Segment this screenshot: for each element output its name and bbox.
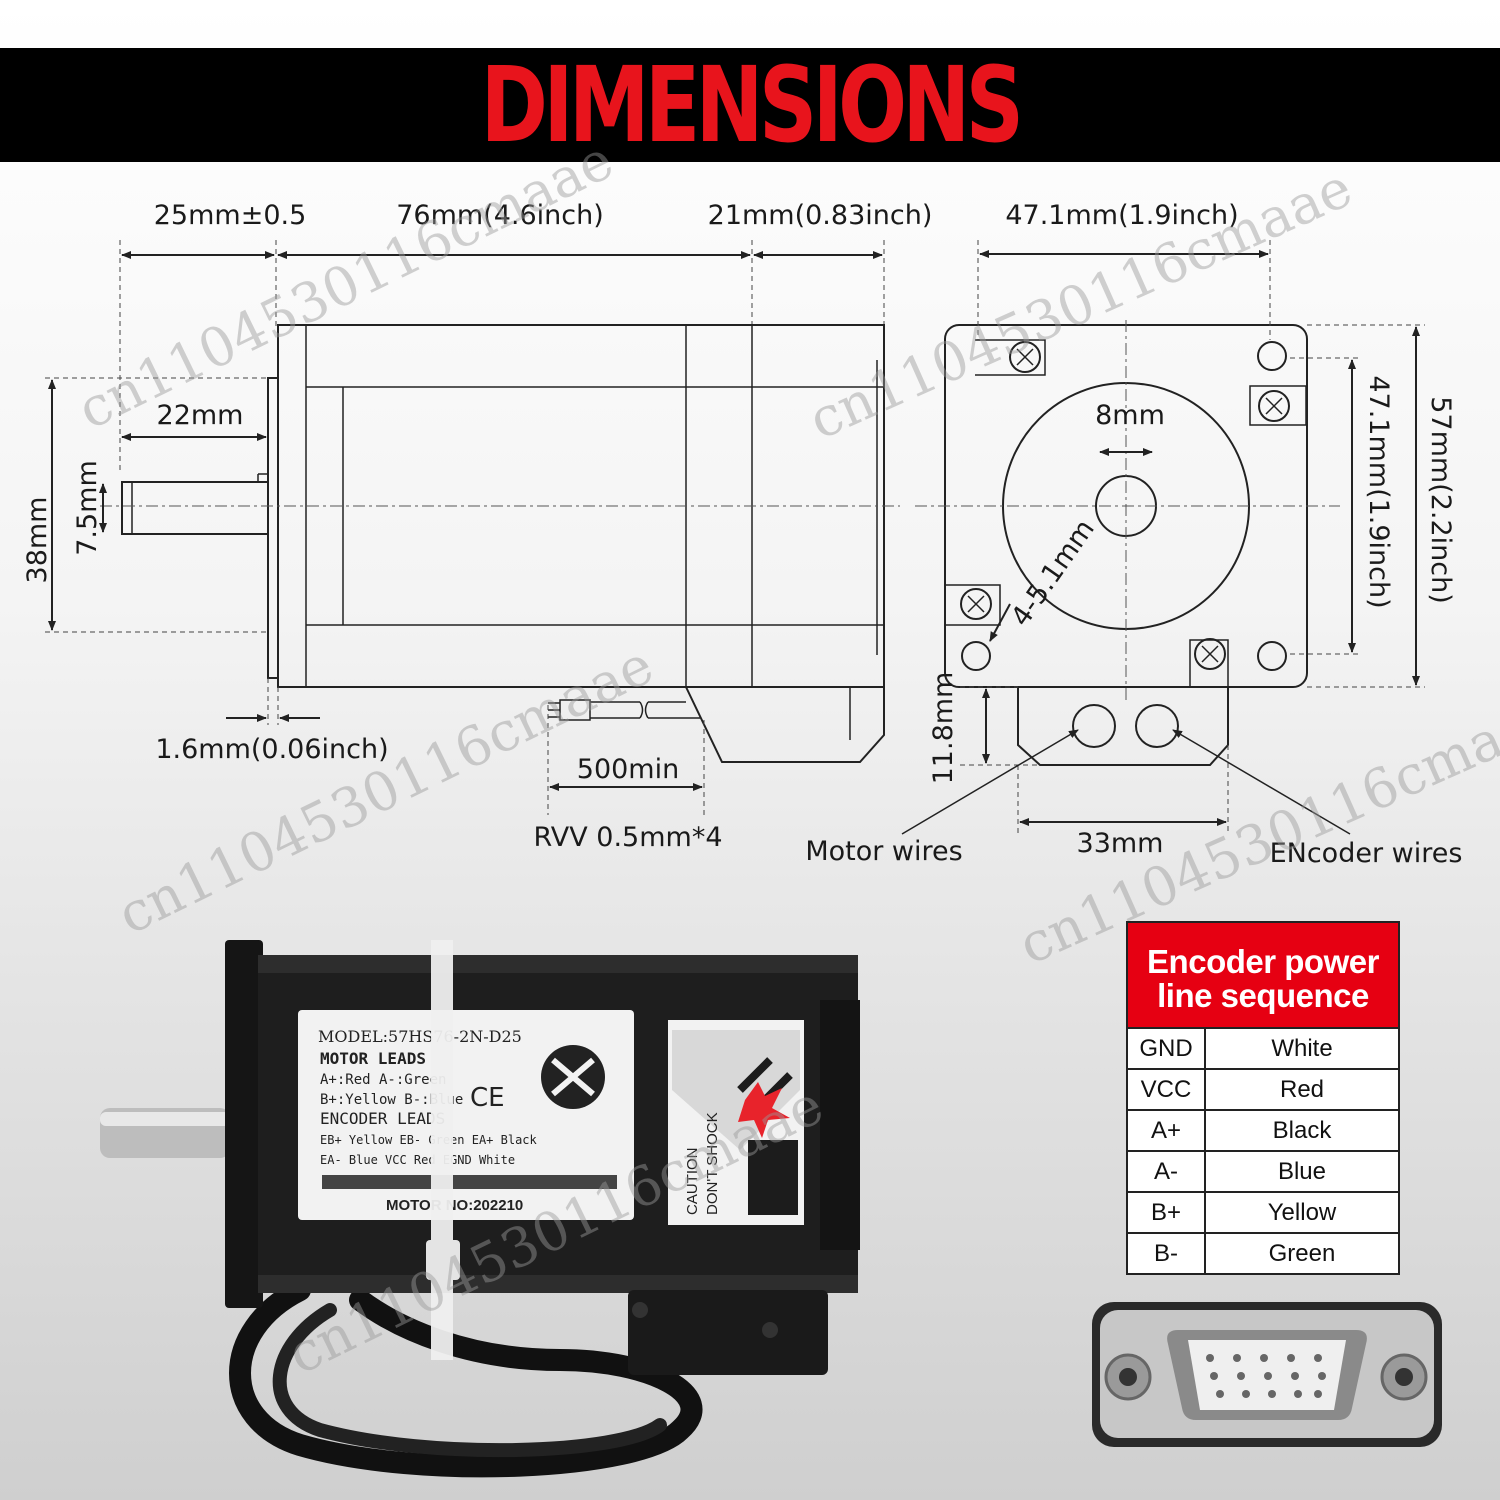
table-row: B+ Yellow	[1128, 1191, 1398, 1232]
table-cell-pin: A+	[1128, 1111, 1206, 1150]
caution-text-2: DON'T SHOCK	[704, 1112, 721, 1215]
table-cell-color: White	[1271, 1035, 1333, 1062]
table-cell-color: Red	[1279, 1076, 1325, 1103]
table-row: VCC Red	[1128, 1068, 1398, 1109]
motor-label-encoder-2: EA- Blue VCC Red EGND White	[320, 1153, 515, 1167]
watermark: cn1104530116cmaae	[68, 128, 623, 442]
table-cell-color: Green	[1268, 1240, 1336, 1267]
table-cell-pin: B-	[1128, 1234, 1206, 1273]
db15-connector-photo	[1092, 1302, 1442, 1447]
label-boss-diameter: 38mm	[22, 497, 53, 584]
label-lead-length: 500min	[577, 754, 679, 785]
encoder-table-title: Encoder power line sequence	[1128, 923, 1398, 1027]
table-row: A- Blue	[1128, 1150, 1398, 1191]
encoder-sequence-table: Encoder power line sequence GND White VC…	[1126, 921, 1400, 1275]
screw-icon	[975, 339, 1046, 376]
motor-label-serial: MOTOR NO:202210	[386, 1197, 523, 1214]
motor-label-encoder-1: EB+ Yellow EB- Green EA+ Black	[320, 1133, 538, 1147]
label-frame-size: 57mm(2.2inch)	[1425, 396, 1456, 604]
flange	[267, 377, 279, 679]
motor-photo: MODEL:57HS76-2N-D25 MOTOR LEADS A+:Red A…	[100, 940, 860, 1478]
label-bolt-spacing-side: 47.1mm(1.9inch)	[1363, 375, 1394, 608]
label-encoder-wires: ENcoder wires	[1270, 838, 1463, 869]
label-shaft-diameter: 7.5mm	[72, 460, 103, 556]
ce-mark-icon: CE	[470, 1083, 505, 1113]
front-view: 47.1mm(1.9inch) 8mm 47.1mm(1.9inch) 57mm…	[805, 200, 1462, 869]
screw-icon	[1249, 385, 1307, 426]
encoder-housing	[685, 686, 885, 763]
side-view: 25mm±0.5 76mm(4.6inch) 21mm(0.83inch) 22…	[22, 200, 932, 853]
table-cell-pin: A-	[1128, 1152, 1206, 1191]
table-row: B- Green	[1128, 1232, 1398, 1273]
label-mount-holes: 4-5.1mm	[1005, 514, 1101, 632]
table-row: A+ Black	[1128, 1109, 1398, 1150]
connector-port-encoder	[1135, 704, 1179, 748]
motor-label-leads-title: MOTOR LEADS	[320, 1049, 426, 1068]
header-banner: DIMENSIONS	[0, 48, 1500, 162]
motor-label-leads-1: A+:Red A-:Green	[320, 1072, 446, 1088]
screw-icon	[946, 584, 1001, 626]
table-row: GND White	[1128, 1027, 1398, 1068]
page-title: DIMENSIONS	[480, 44, 1024, 166]
table-cell-pin: VCC	[1128, 1070, 1206, 1109]
label-front-shaft: 8mm	[1095, 400, 1165, 431]
motor-label-model: MODEL:57HS76-2N-D25	[318, 1027, 522, 1046]
brand-logo-icon	[541, 1045, 605, 1109]
label-encoder-length: 21mm(0.83inch)	[708, 200, 933, 231]
table-cell-color: Yellow	[1267, 1199, 1337, 1226]
label-shaft-length: 22mm	[157, 400, 244, 431]
mount-hole	[1257, 341, 1287, 371]
label-connector-height: 11.8mm	[928, 672, 959, 785]
table-cell-color: Black	[1272, 1117, 1332, 1144]
connector-port-motor	[1072, 704, 1116, 748]
shaft	[121, 481, 269, 535]
mount-hole	[961, 641, 991, 671]
label-cable-spec: RVV 0.5mm*4	[533, 822, 722, 853]
label-flange-thickness: 1.6mm(0.06inch)	[155, 734, 388, 765]
connector-block	[1017, 687, 1229, 766]
shock-warning-icon	[738, 1082, 790, 1138]
caution-text-1: CAUTION	[684, 1148, 701, 1216]
label-connector-width: 33mm	[1077, 828, 1164, 859]
motor-label-encoder-title: ENCODER LEADS	[320, 1109, 445, 1128]
label-shaft-flat: 25mm±0.5	[154, 200, 307, 231]
table-cell-pin: GND	[1128, 1029, 1206, 1068]
label-motor-wires: Motor wires	[805, 836, 962, 867]
watermark: cn1104530116cmaae	[108, 633, 663, 947]
motor-label-leads-2: B+:Yellow B-:Blue	[320, 1092, 463, 1108]
screw-icon	[1189, 638, 1229, 686]
table-cell-pin: B+	[1128, 1193, 1206, 1232]
mount-hole	[1257, 641, 1287, 671]
label-body-length: 76mm(4.6inch)	[396, 200, 604, 231]
label-bolt-spacing-top: 47.1mm(1.9inch)	[1005, 200, 1238, 231]
table-cell-color: Blue	[1277, 1158, 1327, 1185]
